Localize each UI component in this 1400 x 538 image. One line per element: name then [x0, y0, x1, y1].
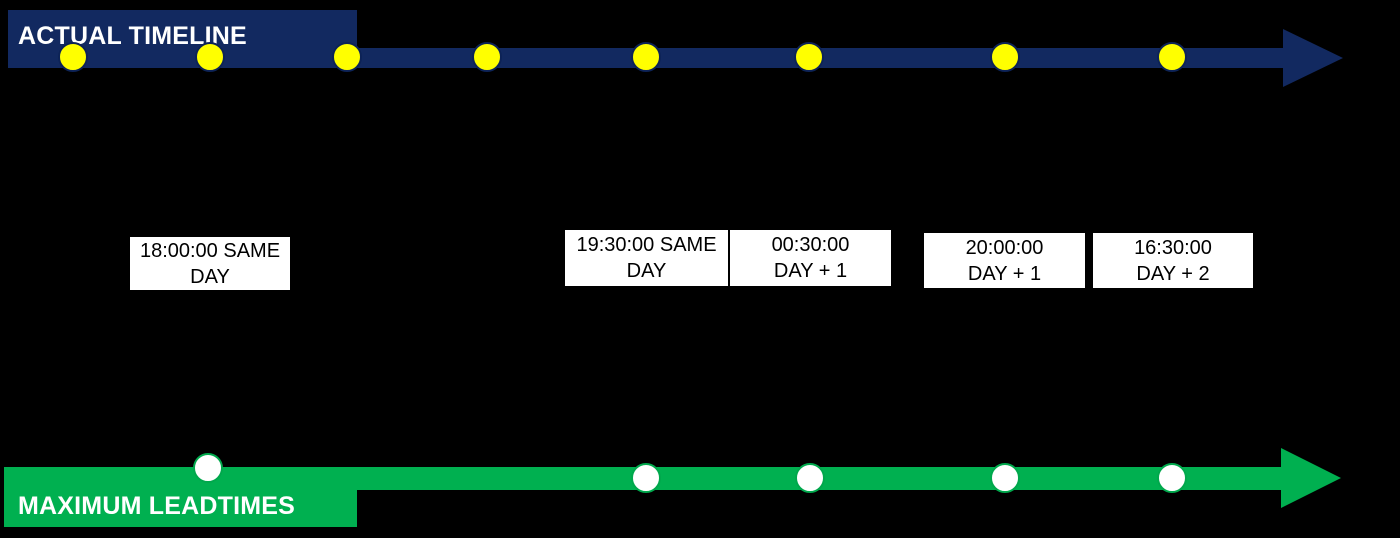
leadtime-box-text: DAY + 2 [1136, 262, 1210, 285]
actual-event-dot-6 [794, 42, 824, 72]
maximum-leadtime-dot-2 [631, 463, 661, 493]
maximum-leadtime-dot-5 [1157, 463, 1187, 493]
leadtime-box-text: 19:30:00 SAME [576, 234, 717, 256]
leadtime-box-text: 16:30:00 [1134, 236, 1212, 259]
leadtime-box-text: DAY + 1 [967, 262, 1042, 285]
leadtime-box-text: DAY [626, 260, 667, 282]
actual-event-dot-2 [195, 42, 225, 72]
leadtime-box-text: 18:00:00 SAME [139, 239, 281, 262]
leadtime-box-2: 19:30:00 SAME DAY [563, 228, 730, 288]
actual-timeline-arrowhead-icon [1283, 29, 1343, 87]
leadtime-box-text: DAY + 1 [773, 260, 848, 282]
actual-event-dot-4 [472, 42, 502, 72]
maximum-leadtime-dot-3 [795, 463, 825, 493]
leadtime-box-text: DAY [190, 265, 230, 288]
maximum-leadtime-dot-4 [990, 463, 1020, 493]
actual-event-dot-8 [1157, 42, 1187, 72]
leadtime-box-text: 00:30:00 [771, 234, 850, 256]
maximum-leadtime-dot-1 [193, 453, 223, 483]
maximum-leadtimes-arrowhead-icon [1281, 448, 1341, 508]
actual-event-dot-7 [990, 42, 1020, 72]
maximum-leadtimes-title: MAXIMUM LEADTIMES [18, 492, 295, 520]
leadtime-box-1: 18:00:00 SAME DAY [128, 235, 292, 292]
maximum-leadtimes-label-box: MAXIMUM LEADTIMES [4, 467, 357, 527]
leadtime-box-text: 20:00:00 [965, 236, 1044, 259]
actual-event-dot-1 [58, 42, 88, 72]
actual-event-dot-5 [631, 42, 661, 72]
actual-event-dot-3 [332, 42, 362, 72]
